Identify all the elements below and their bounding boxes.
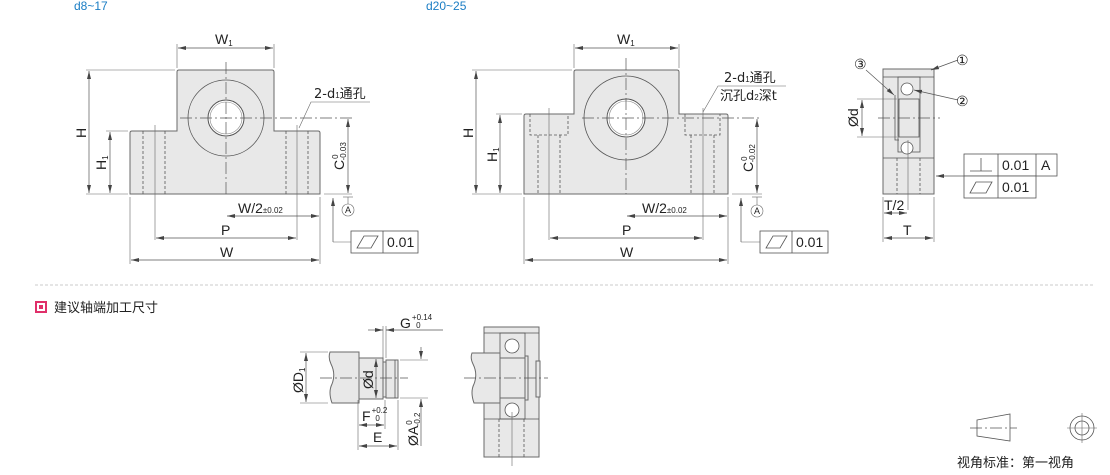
front-view-large: d20~25 W1 H H1 C0-0.02 2-d1通孔 沉孔d2深t W/2…	[426, 0, 829, 264]
dim-w1: W1	[617, 31, 635, 48]
dim-c: C0-0.03	[331, 142, 348, 170]
svg-text:0.01: 0.01	[1002, 179, 1029, 195]
dim-w-half: W/2±0.02	[238, 200, 283, 216]
dim-t: T	[903, 222, 912, 238]
svg-text:A: A	[1041, 157, 1051, 173]
dim-w-half: W/2±0.02	[642, 200, 687, 216]
dim-d1: ØD1	[290, 367, 307, 393]
svg-text:建议轴端加工尺寸: 建议轴端加工尺寸	[54, 301, 158, 316]
front-view-small: d8~17 W1 H H1 C0-0.03 2-d1通孔 W/2±0.02 P …	[73, 0, 419, 264]
hole-note: 2-d1通孔	[724, 71, 776, 86]
callout-3: ③	[854, 56, 867, 72]
svg-text:A: A	[754, 206, 760, 216]
flatness-icon	[356, 235, 379, 249]
callout-1: ①	[956, 52, 969, 68]
dim-d: Ød	[360, 370, 376, 389]
section-heading: 建议轴端加工尺寸	[35, 301, 158, 316]
flatness-icon	[765, 235, 788, 249]
counterbore-note: 沉孔d2深t	[720, 89, 777, 104]
dim-t-half: T/2	[884, 197, 904, 213]
range-label-small: d8~17	[74, 0, 108, 13]
dim-h1: H1	[484, 147, 501, 162]
dim-w1: W1	[215, 31, 233, 48]
datum-a-symbol	[750, 204, 764, 218]
svg-text:A: A	[345, 205, 351, 215]
dim-a: ØA0-0.2	[405, 412, 422, 446]
callout-2: ②	[956, 93, 969, 109]
dim-bore-d: Ød	[845, 108, 861, 127]
geometric-tolerance-frame: 0.01 A 0.01	[963, 153, 1058, 199]
assembly-section	[464, 326, 548, 466]
svg-text:0.01: 0.01	[1002, 157, 1029, 173]
hole-note: 2-d1通孔	[314, 87, 366, 102]
dim-p: P	[221, 222, 230, 238]
svg-text:视角标准：第一视角: 视角标准：第一视角	[957, 456, 1074, 471]
frustum-icon	[976, 413, 1011, 442]
svg-text:0.01: 0.01	[387, 234, 414, 250]
dim-e: E	[373, 429, 382, 445]
flatness-icon	[969, 181, 993, 194]
svg-text:0.01: 0.01	[796, 234, 823, 250]
dim-w: W	[220, 244, 234, 260]
perpendicularity-icon	[970, 158, 992, 172]
dim-h1: H1	[93, 155, 110, 170]
dim-h: H	[73, 128, 89, 138]
side-view: Ød T/2 T ① ② ③ 0.01 A 0.01	[845, 52, 1058, 242]
flatness-frame: 0.01	[350, 230, 419, 254]
dim-w: W	[620, 244, 634, 260]
flatness-frame: 0.01	[759, 230, 829, 254]
dim-c: C0-0.02	[740, 144, 757, 172]
datum-a-symbol	[341, 203, 355, 217]
first-angle-projection-symbol: 视角标准：第一视角	[957, 413, 1097, 471]
range-label-large: d20~25	[426, 0, 467, 13]
dim-p: P	[622, 222, 631, 238]
dim-h: H	[460, 128, 476, 138]
